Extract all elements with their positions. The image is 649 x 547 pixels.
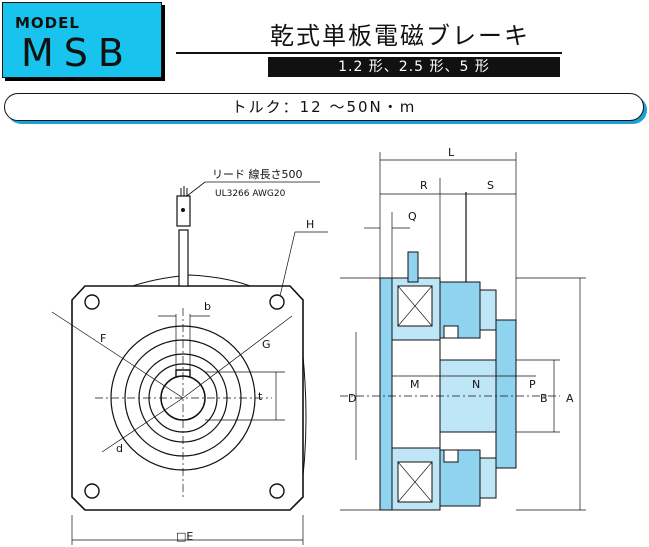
dim-t: t [258, 390, 263, 403]
model-name: MSB [21, 31, 134, 75]
dim-F: F [100, 332, 106, 345]
dim-d: d [116, 442, 123, 455]
dim-B: B [540, 392, 548, 405]
keyway [175, 369, 191, 377]
dim-G: G [262, 338, 271, 351]
dim-S: S [487, 179, 494, 192]
torque-text: トルク：12 〜50N・m [231, 98, 417, 116]
mount-hole-bl [84, 483, 100, 499]
plate-top [479, 289, 497, 331]
dim-D: D [348, 392, 356, 405]
dim-Q: Q [408, 210, 417, 223]
screw-top [443, 325, 459, 339]
dim-R: R [420, 179, 428, 192]
front-view [51, 181, 328, 545]
model-label: MODEL [15, 14, 80, 32]
dim-A: A [566, 392, 574, 405]
dim-b: b [204, 300, 211, 313]
mount-hole-tr [269, 294, 285, 310]
torque-banner: トルク：12 〜50N・m [4, 93, 644, 121]
title-underline [176, 52, 562, 54]
dim-N: N [472, 378, 480, 391]
plate-bottom [479, 457, 497, 499]
mount-hole-br [269, 483, 285, 499]
dim-L: L [448, 146, 455, 159]
page-title: 乾式単板電磁ブレーキ [270, 22, 530, 50]
dim-E: □E [176, 530, 193, 543]
dim-M: M [410, 378, 420, 391]
lead-cable [178, 229, 189, 287]
types-bar: 1.2 形、2.5 形、5 形 [268, 57, 560, 77]
lead-outlet [407, 251, 419, 283]
cable-spec: UL3266 AWG20 [215, 189, 286, 199]
screw-bottom [443, 449, 459, 463]
dim-H: H [306, 218, 314, 231]
shaft-bore [391, 339, 441, 449]
side-view [379, 192, 517, 511]
lead-note: リード 線長さ500 [212, 167, 303, 181]
mount-hole-tl [84, 294, 100, 310]
model-box: MODEL MSB [2, 2, 162, 78]
hub-flange [495, 319, 517, 469]
dim-P: P [529, 378, 536, 391]
side-view-dims [340, 152, 586, 511]
mounting-flange [379, 277, 393, 511]
